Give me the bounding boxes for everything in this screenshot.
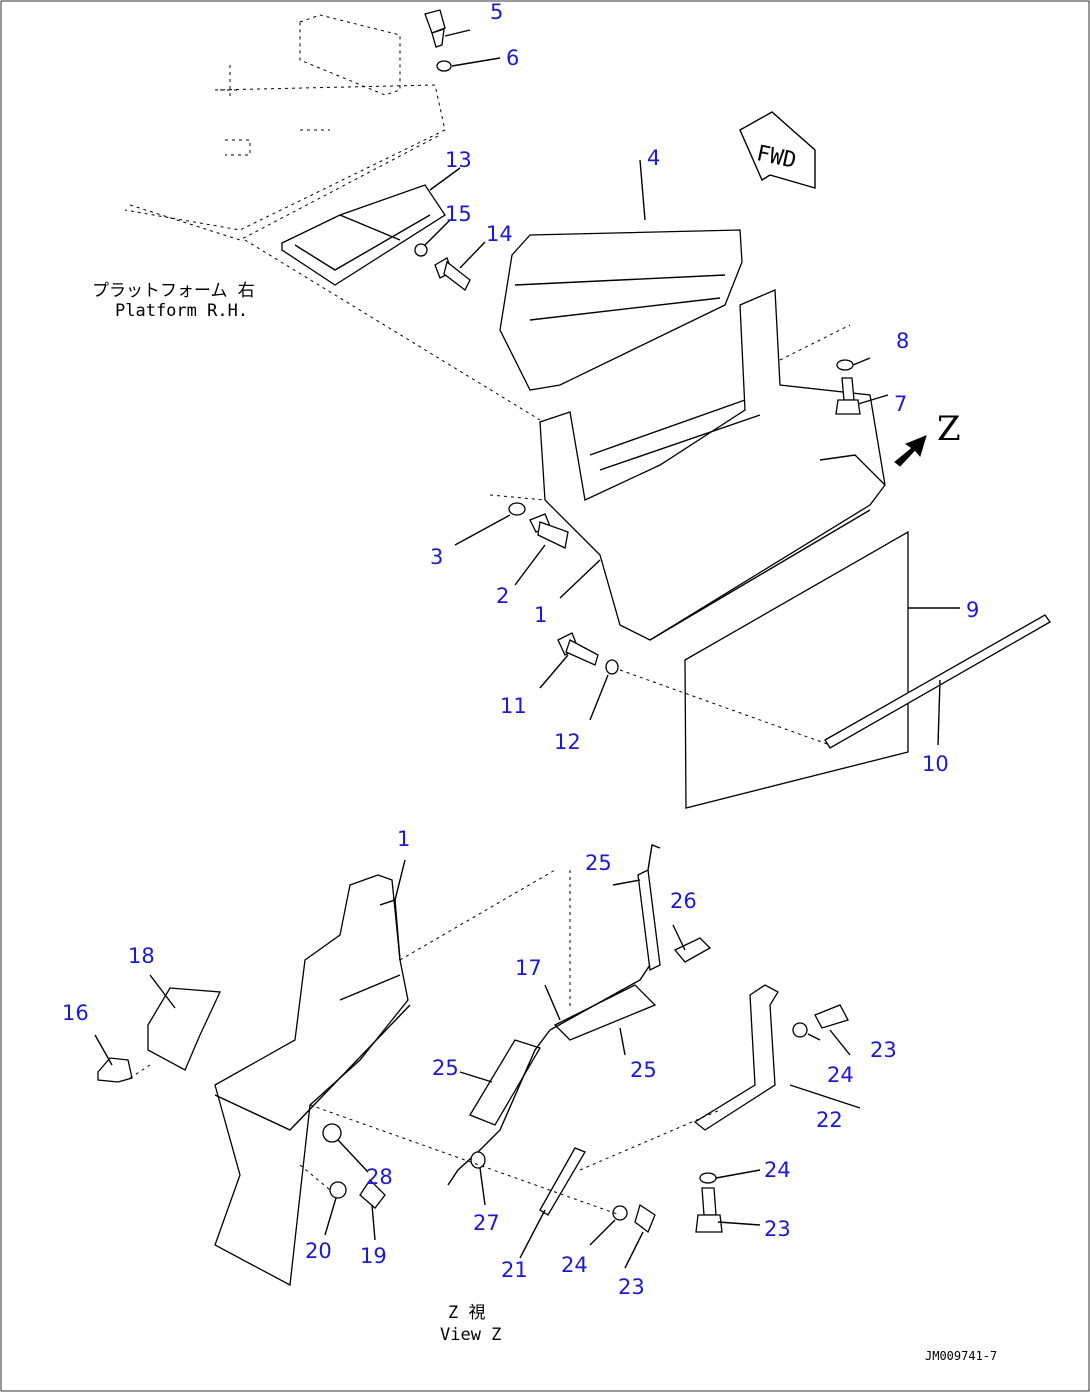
- callout-9: 9: [966, 598, 979, 622]
- callout-2: 2: [496, 584, 509, 608]
- part-12-washer: [605, 659, 619, 675]
- part-8-washer: [836, 359, 854, 371]
- callout-11: 11: [500, 694, 527, 718]
- drawing-code: JM009741-7: [925, 1349, 997, 1363]
- callout-24-bottom: 24: [561, 1253, 588, 1277]
- callout-8: 8: [896, 329, 909, 353]
- platform-caption-en: Platform R.H.: [115, 301, 248, 321]
- part-1-bracket-view-z: [214, 874, 411, 1287]
- part-10-strip: [824, 614, 1051, 749]
- callout-20: 20: [305, 1239, 332, 1263]
- part-17-cable: [447, 964, 651, 1186]
- callout-3: 3: [430, 545, 443, 569]
- callout-1: 1: [534, 603, 547, 627]
- platform-caption-jp: プラットフォーム 右: [92, 281, 255, 301]
- part-28-grommet: [322, 1123, 342, 1143]
- view-caption-jp: Z 視: [448, 1303, 485, 1323]
- leader-lines: [94, 29, 960, 1269]
- part-15-washer: [414, 243, 428, 257]
- fwd-arrow: FWD: [739, 111, 816, 189]
- part-26-bolt: [673, 937, 712, 963]
- part-9-plate: [684, 530, 909, 809]
- part-5-bolt: [424, 9, 446, 48]
- part-3-washer: [508, 502, 526, 516]
- callout-numbers: 5 6 4 13 15 14 8 7 3 2 1 9 11 12 10 1 18…: [62, 0, 979, 1299]
- part-2-bolt: [529, 513, 569, 549]
- callout-25-right: 25: [630, 1058, 657, 1082]
- callout-23-bottom: 23: [618, 1275, 645, 1299]
- captions: プラットフォーム 右 Platform R.H. Z 視 View Z JM00…: [92, 281, 997, 1363]
- part-1-bracket: [539, 289, 886, 641]
- part-24-washer-c: [612, 1205, 628, 1221]
- callout-5: 5: [490, 0, 503, 24]
- callout-24-lower: 24: [764, 1158, 791, 1182]
- callout-15: 15: [445, 202, 472, 226]
- callout-13: 13: [445, 148, 472, 172]
- assembly-lines-lower: [129, 869, 721, 1216]
- callout-16: 16: [62, 1001, 89, 1025]
- part-11-bolt: [557, 632, 599, 666]
- callout-26: 26: [670, 889, 697, 913]
- view-z-letter: Z: [937, 409, 961, 449]
- part-7-bolt: [835, 377, 861, 415]
- part-23-bolt-b: [695, 1187, 723, 1233]
- part-25-left: [469, 1039, 541, 1126]
- callout-4: 4: [647, 146, 660, 170]
- callout-28: 28: [366, 1165, 393, 1189]
- part-24-washer-b: [699, 1172, 717, 1184]
- callout-23-right: 23: [870, 1038, 897, 1062]
- callout-19: 19: [360, 1244, 387, 1268]
- callout-1-view-z: 1: [397, 827, 410, 851]
- part-27-clip: [470, 1151, 486, 1169]
- part-19-bolt: [359, 1178, 386, 1209]
- view-z-arrow: Z: [894, 409, 961, 467]
- part-23-bolt-c: [634, 1203, 656, 1234]
- part-25-right: [553, 984, 657, 1041]
- part-25-upper: [637, 844, 661, 971]
- part-20-washer: [329, 1181, 347, 1199]
- part-23-bolt-a: [814, 1004, 849, 1029]
- callout-22: 22: [816, 1108, 843, 1132]
- part-24-washer-a: [792, 1022, 808, 1038]
- callout-6: 6: [506, 46, 519, 70]
- callout-27: 27: [473, 1211, 500, 1235]
- callout-21: 21: [501, 1258, 528, 1282]
- part-21-bar: [539, 1147, 586, 1216]
- callout-23-lower: 23: [764, 1217, 791, 1241]
- callout-10: 10: [922, 752, 949, 776]
- callout-7: 7: [894, 392, 907, 416]
- assembly-lines-upper: [244, 239, 851, 746]
- callout-24-right: 24: [827, 1063, 854, 1087]
- part-4-cover: [499, 229, 743, 391]
- callout-17: 17: [515, 956, 542, 980]
- callout-25-left: 25: [432, 1056, 459, 1080]
- fwd-label: FWD: [754, 141, 798, 174]
- callout-18: 18: [128, 944, 155, 968]
- platform-rh: [124, 14, 446, 241]
- part-6-washer: [436, 60, 452, 72]
- part-18-block: [147, 987, 221, 1071]
- callout-25-upper: 25: [585, 851, 612, 875]
- part-16-clip: [97, 1057, 133, 1083]
- part-13-tray: [281, 184, 446, 286]
- part-22-bracket: [693, 984, 779, 1131]
- part-14-bolt: [434, 257, 471, 291]
- view-caption-en: View Z: [440, 1325, 501, 1345]
- callout-12: 12: [554, 730, 581, 754]
- callout-14: 14: [486, 222, 513, 246]
